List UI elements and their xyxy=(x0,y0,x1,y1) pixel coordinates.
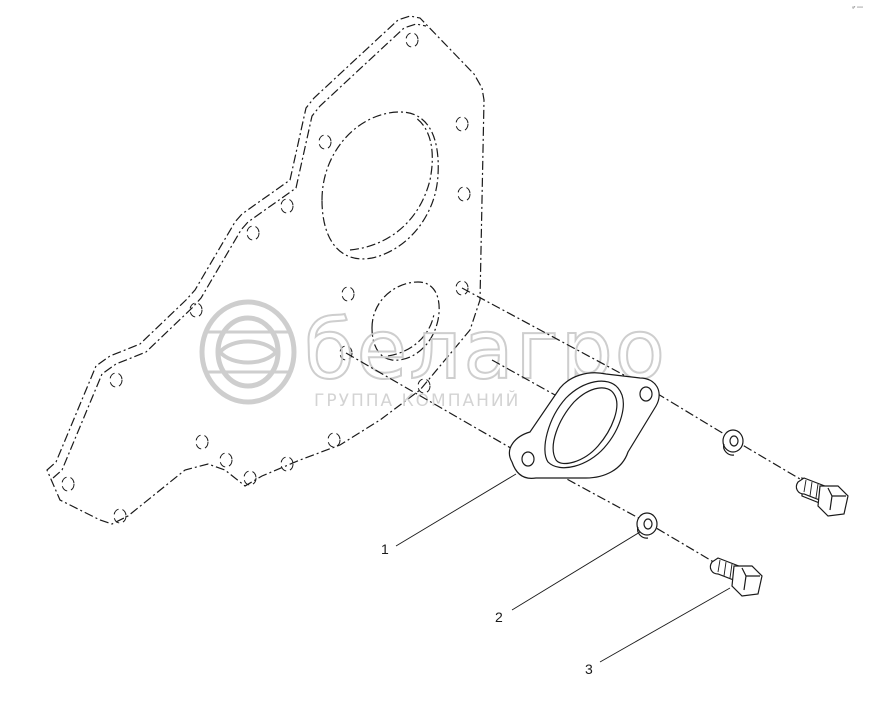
washer-upper xyxy=(722,429,744,456)
housing-plate xyxy=(46,15,485,525)
callout-2: 2 xyxy=(495,609,503,625)
bolt-upper xyxy=(795,477,849,517)
gasket xyxy=(508,372,660,479)
bolt-lower xyxy=(709,557,763,597)
callout-1: 1 xyxy=(381,541,389,557)
housing-holes xyxy=(61,32,471,524)
gasket-hole-right xyxy=(639,386,653,402)
corner-mark: ᵍᶠ ⁿⁿⁿ xyxy=(852,6,863,12)
washer-lower xyxy=(636,512,658,539)
callout-3: 3 xyxy=(585,661,593,677)
belagro-logo xyxy=(199,299,297,405)
gasket-hole-left xyxy=(521,451,535,467)
watermark-tagline: ГРУППА КОМПАНИЙ xyxy=(314,389,520,411)
leader-lines xyxy=(395,473,731,663)
